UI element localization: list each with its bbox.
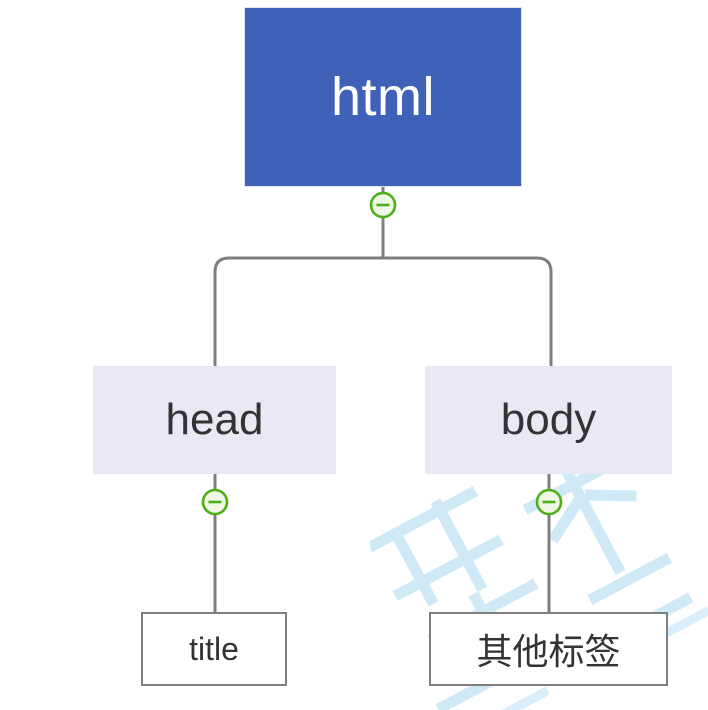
node-body[interactable]: body: [425, 366, 672, 474]
node-title[interactable]: title: [141, 612, 287, 686]
collapse-minus-icon-head[interactable]: [200, 487, 230, 517]
node-other-tags[interactable]: 其他标签: [429, 612, 668, 686]
edge-html-children: [213, 256, 553, 366]
node-title-label: title: [189, 630, 239, 667]
collapse-minus-icon-body[interactable]: [534, 487, 564, 517]
node-html[interactable]: html: [244, 7, 522, 187]
collapse-minus-icon-html[interactable]: [368, 190, 398, 220]
node-head-label: head: [165, 395, 264, 444]
node-html-label: html: [330, 67, 435, 127]
node-other-tags-label: 其他标签: [476, 631, 621, 672]
node-body-label: body: [500, 395, 597, 444]
node-head[interactable]: head: [93, 366, 336, 474]
